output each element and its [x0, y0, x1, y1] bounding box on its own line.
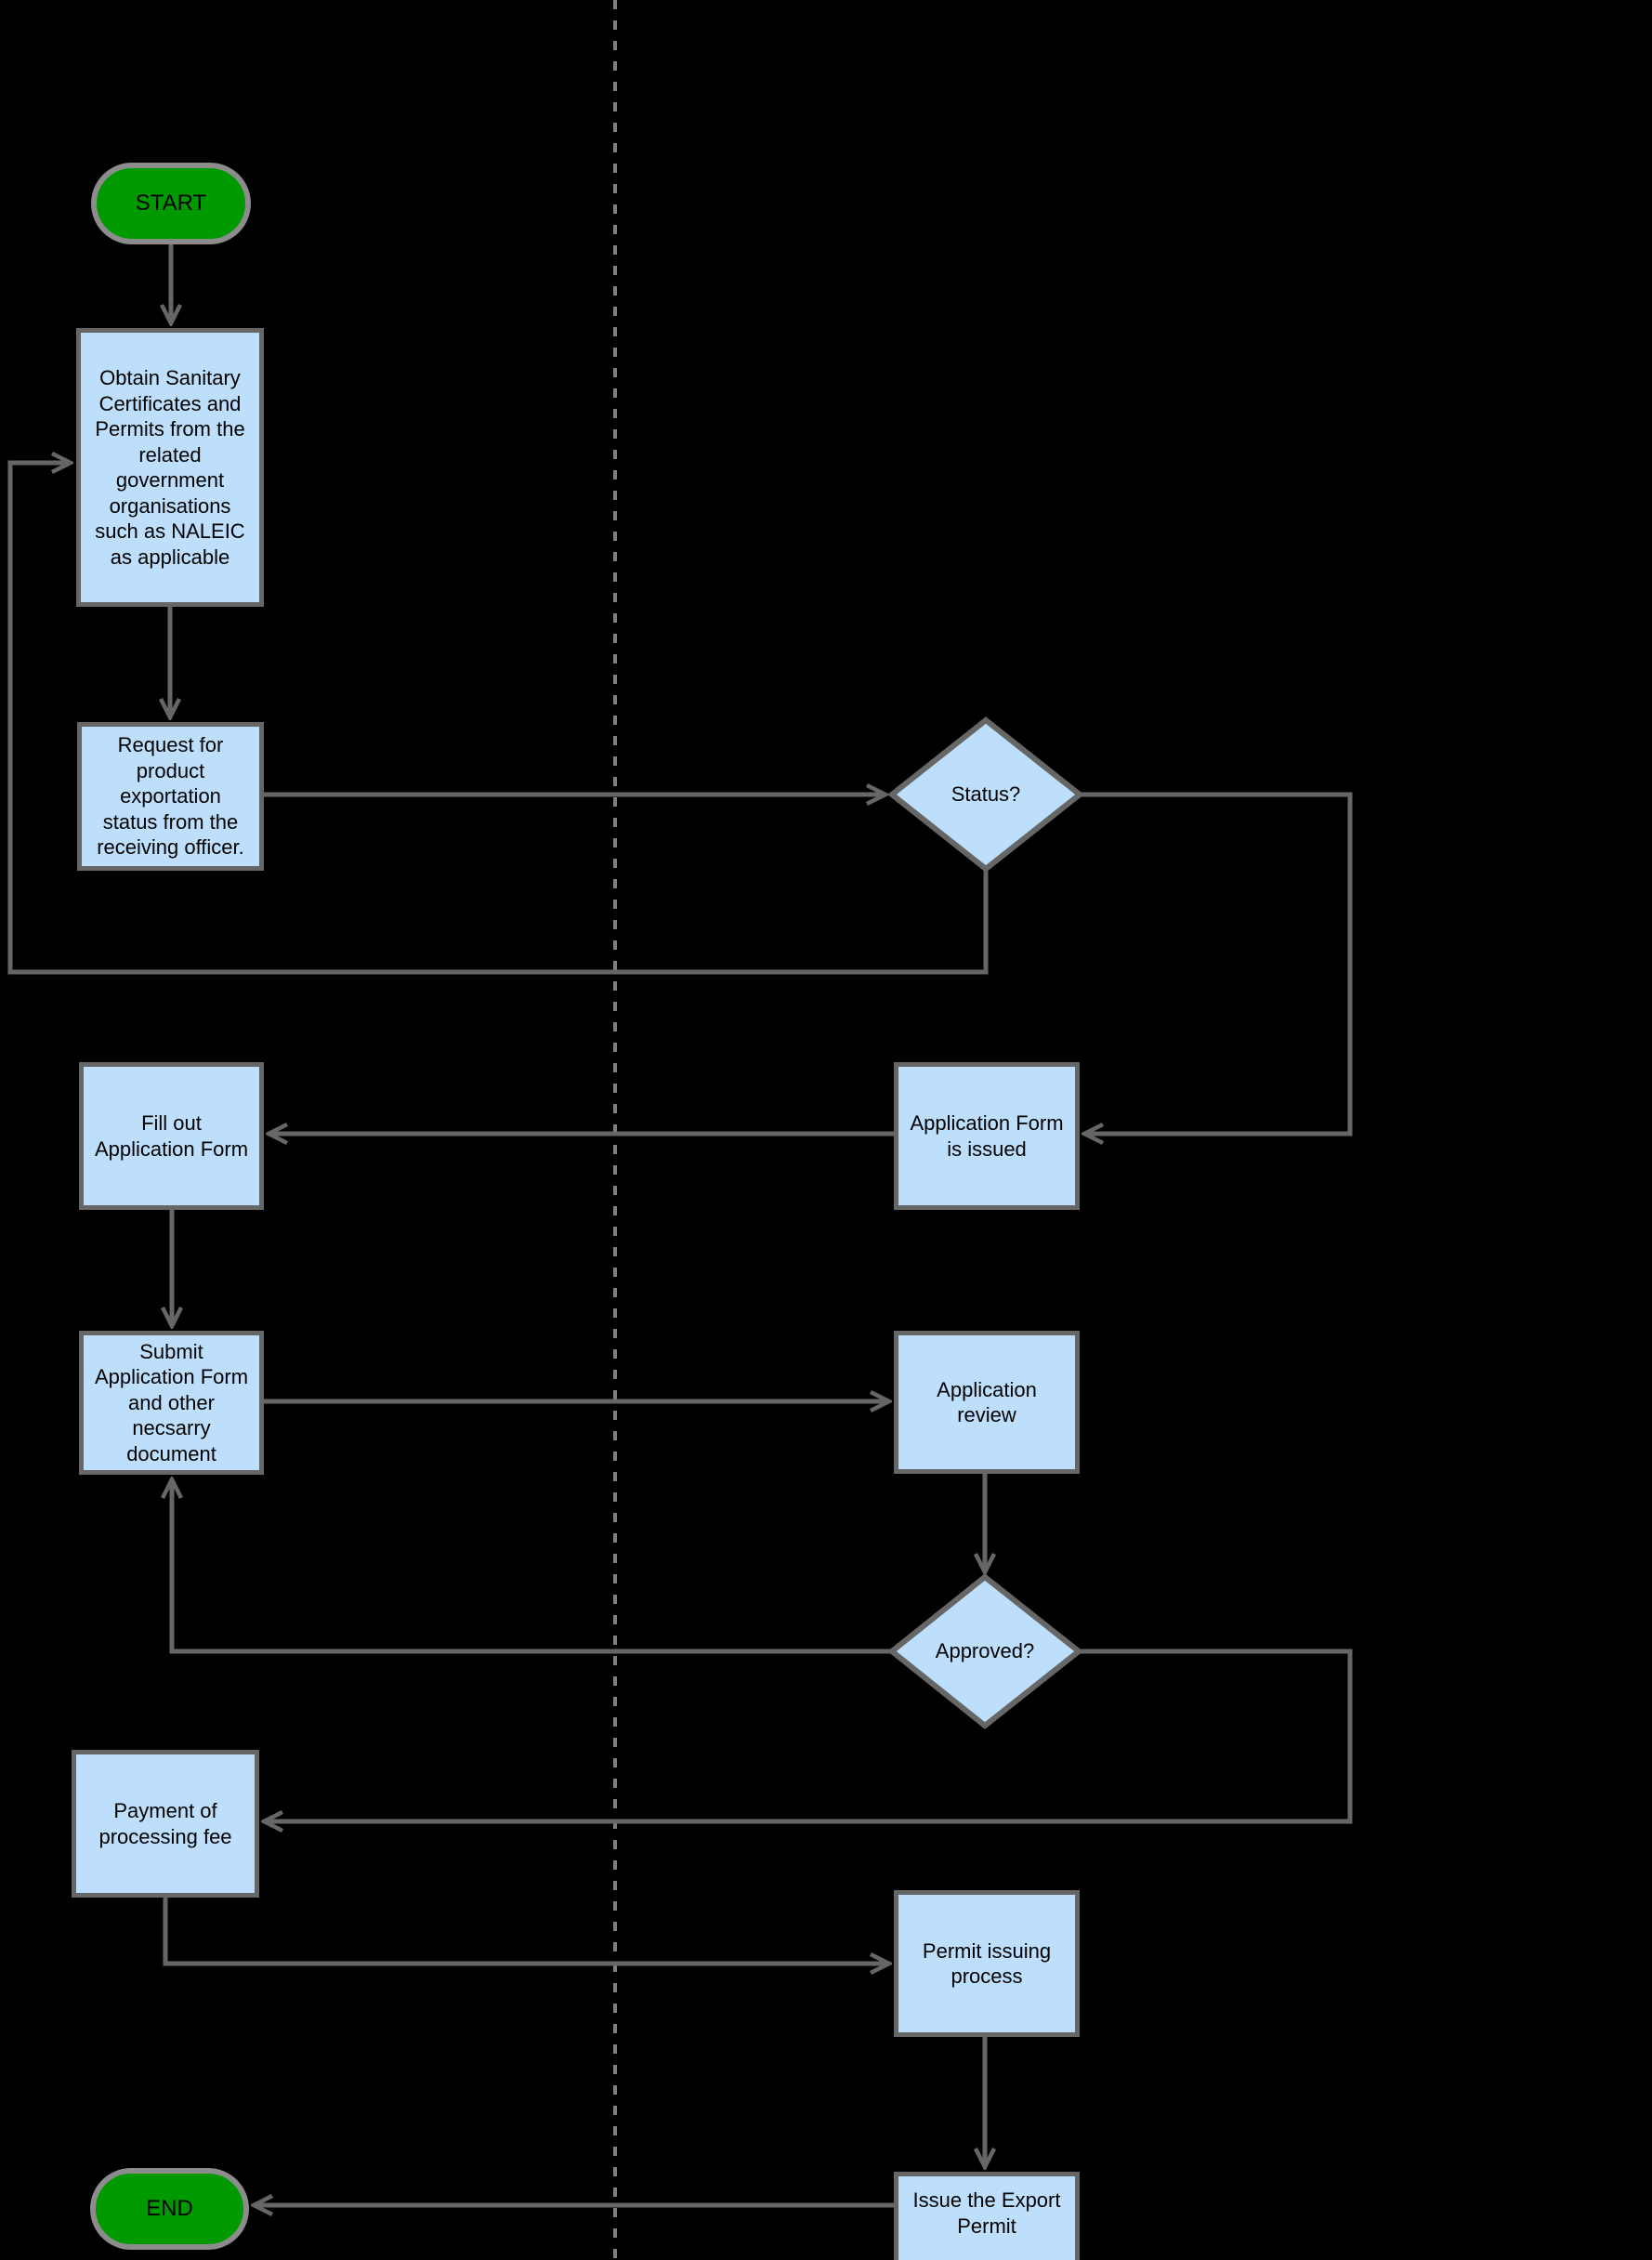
- fill-out-form-node: Fill out Application Form: [79, 1062, 264, 1210]
- application-form-issued-label: Application Form is issued: [910, 1111, 1064, 1161]
- edge-approved-to-submit-loop: [172, 1479, 892, 1654]
- permit-issuing-node: Permit issuing process: [894, 1890, 1080, 2037]
- status-decision-node: Status?: [911, 762, 1061, 827]
- approved-decision-shape: [887, 1573, 1083, 1729]
- edge-status-to-form-issued: [1080, 792, 1353, 1134]
- submit-form-node: Submit Application Form and other necsar…: [79, 1331, 264, 1475]
- payment-fee-label: Payment of processing fee: [98, 1799, 232, 1848]
- payment-fee-node: Payment of processing fee: [72, 1750, 259, 1898]
- obtain-certificates-label: Obtain Sanitary Certificates and Permits…: [95, 366, 245, 569]
- edge-approved-to-payment: [264, 1649, 1353, 1821]
- application-form-issued-node: Application Form is issued: [894, 1062, 1080, 1210]
- request-status-node: Request for product exportation status f…: [77, 722, 264, 871]
- permit-issuing-label: Permit issuing process: [922, 1938, 1052, 1989]
- approved-decision-label: Approved?: [935, 1639, 1035, 1662]
- issue-permit-node: Issue the Export Permit: [894, 2172, 1080, 2260]
- issue-permit-label: Issue the Export Permit: [912, 2188, 1061, 2238]
- start-node: START: [91, 163, 251, 244]
- request-status-label: Request for product exportation status f…: [97, 733, 244, 860]
- application-review-label: Application review: [937, 1377, 1037, 1427]
- edge-payment-to-permit: [163, 1898, 889, 1964]
- status-decision-label: Status?: [951, 782, 1021, 806]
- obtain-certificates-node: Obtain Sanitary Certificates and Permits…: [76, 328, 264, 607]
- approved-decision-node: Approved?: [906, 1619, 1064, 1684]
- submit-form-label: Submit Application Form and other necsar…: [94, 1339, 249, 1465]
- fill-out-form-label: Fill out Application Form: [94, 1111, 249, 1161]
- application-review-node: Application review: [894, 1331, 1080, 1474]
- edge-status-to-obtain-loop: [7, 463, 989, 975]
- start-node-label: START: [135, 191, 207, 216]
- end-node: END: [90, 2168, 249, 2250]
- end-node-label: END: [146, 2196, 193, 2221]
